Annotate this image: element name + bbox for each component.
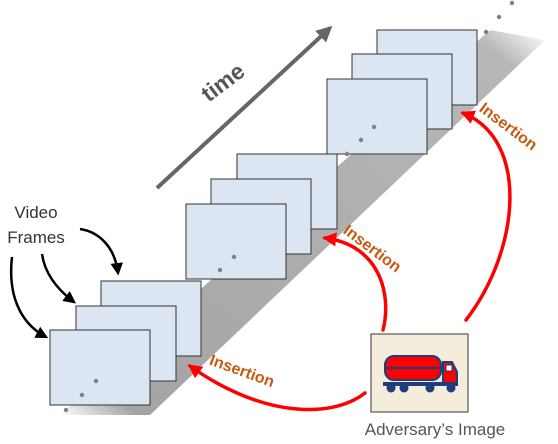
frame-dot [93,378,99,384]
frame-dot [358,137,364,143]
video-frame [185,203,287,280]
adversary-image-label: Adversary’s Image [364,420,506,439]
tanker-truck-icon [383,355,458,393]
video-frames-label: Video Frames [4,200,68,250]
frame-dot [217,267,223,273]
video-frames-label-line1: Video [14,203,58,222]
frame-dot [79,392,85,398]
frame-dot [344,151,350,157]
video-frame [326,78,428,155]
frame-pointer-arrows [9,227,124,339]
frame-group-3 [326,29,478,157]
video-frames-label-line2: Frames [7,228,65,247]
insertion-arrow-1 [187,364,367,412]
video-frame [49,329,151,406]
continuation-dots [483,0,515,35]
insertion-arrows [187,110,512,412]
insertion-arrow-3 [460,110,512,322]
frame-group-2 [185,153,338,280]
adversary-image [370,333,469,413]
frame-dot [231,254,237,260]
time-arrow [155,25,333,190]
frame-group-1 [49,280,202,413]
frame-dot [371,124,377,130]
insertion-arrow-2 [322,232,388,332]
frame-dot [63,407,69,413]
